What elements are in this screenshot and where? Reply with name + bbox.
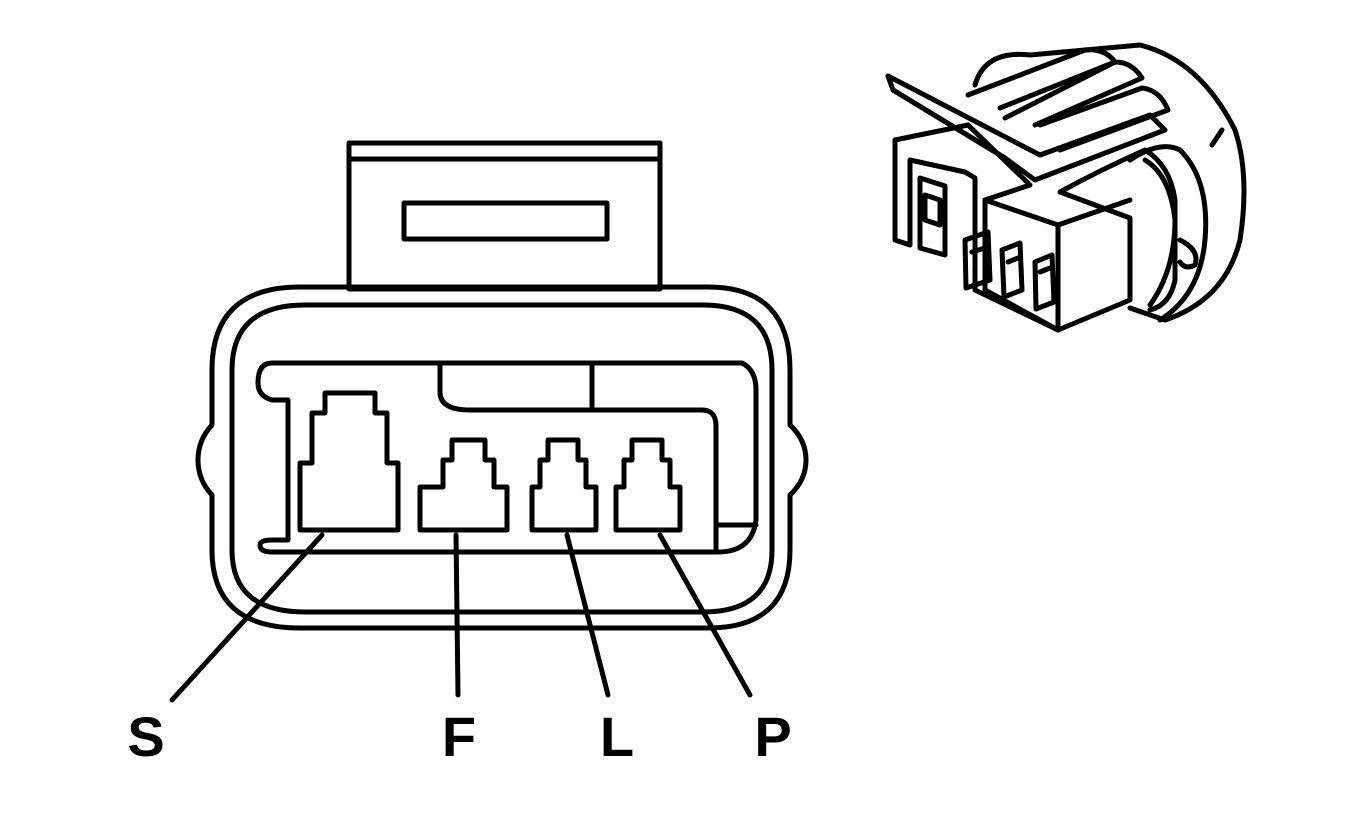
- iso-terminal-s: [917, 175, 948, 258]
- iso-seal-ring-inner: [1142, 157, 1178, 308]
- iso-top-edge: [982, 197, 1061, 228]
- iso-seal-ring: [1127, 144, 1209, 323]
- housing-outer-shell: [195, 284, 809, 631]
- iso-seal-bump: [1177, 237, 1199, 270]
- iso-latch-arm-edge: [890, 87, 1008, 161]
- connector-isometric-view: [885, 42, 1247, 333]
- locking-tab-slot: [401, 200, 610, 242]
- terminal-p: [613, 437, 683, 533]
- pin-label-p: P: [754, 705, 791, 768]
- iso-top-ridge-3: [1037, 85, 1171, 153]
- terminal-cavity: [255, 360, 759, 555]
- iso-rear-tick: [1209, 127, 1225, 148]
- pin-label-l: L: [600, 705, 634, 768]
- cavity-keyway: [437, 363, 719, 555]
- pin-label-f: F: [442, 705, 476, 768]
- leader-line-p: [657, 532, 753, 698]
- pin-label-s: S: [127, 705, 164, 768]
- iso-terminal-f: [962, 229, 993, 291]
- housing-inner-shell: [229, 302, 775, 615]
- terminal-s: [297, 390, 401, 533]
- connector-front-view: [169, 140, 809, 703]
- iso-terminal-l: [999, 240, 1025, 300]
- leader-line-f: [453, 532, 461, 698]
- pin-labels: S F L P: [127, 705, 791, 768]
- iso-terminal-p: [1032, 252, 1057, 312]
- iso-top-ridge-2: [997, 59, 1145, 128]
- iso-rear-body: [972, 42, 1247, 323]
- terminal-l: [529, 437, 599, 533]
- leader-line-l: [564, 532, 611, 698]
- leader-line-s: [169, 532, 325, 703]
- iso-front-face: [892, 137, 1061, 333]
- iso-top-edge-2: [1055, 197, 1133, 228]
- locking-tab: [346, 140, 663, 292]
- terminal-f: [417, 437, 510, 533]
